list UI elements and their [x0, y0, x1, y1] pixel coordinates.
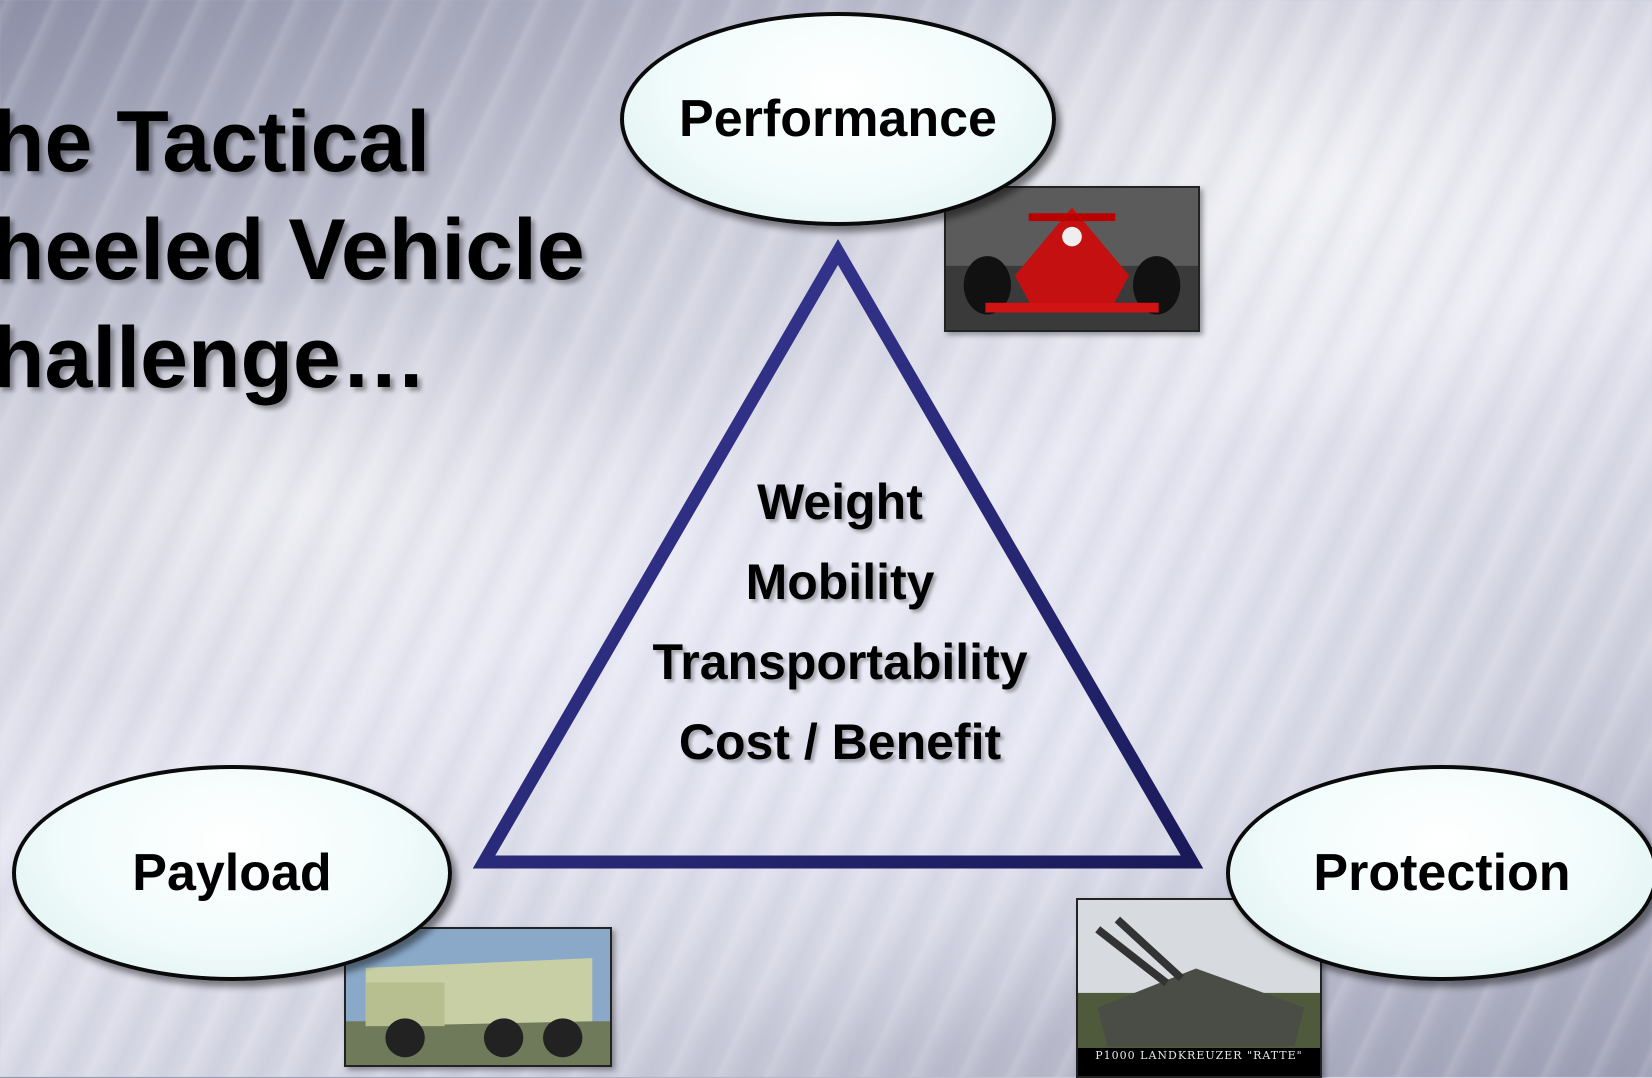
- slide-title: he Tactical heeled Vehicle hallenge…: [0, 94, 585, 406]
- tank-photo: P1000 LANDKREUZER "RATTE": [1076, 898, 1322, 1078]
- triangle-shape: [472, 239, 1204, 869]
- node-payload: Payload: [12, 765, 452, 981]
- factor-weight: Weight: [757, 474, 923, 530]
- factor-mobility: Mobility: [745, 554, 935, 610]
- race-car-photo: [944, 186, 1200, 332]
- node-protection: Protection: [1226, 765, 1652, 981]
- node-protection-label: Protection: [1313, 844, 1571, 902]
- factor-cost-benefit: Cost / Benefit: [678, 714, 1002, 770]
- factor-transportability: Transportability: [652, 634, 1028, 690]
- tank-photo-caption: P1000 LANDKREUZER "RATTE": [1078, 1048, 1320, 1076]
- dump-truck-photo: [344, 927, 612, 1067]
- node-performance: Performance: [620, 12, 1056, 226]
- center-factor-list: Weight Mobility Transportability Cost / …: [600, 462, 1080, 782]
- node-performance-label: Performance: [679, 90, 997, 148]
- node-payload-label: Payload: [132, 844, 332, 902]
